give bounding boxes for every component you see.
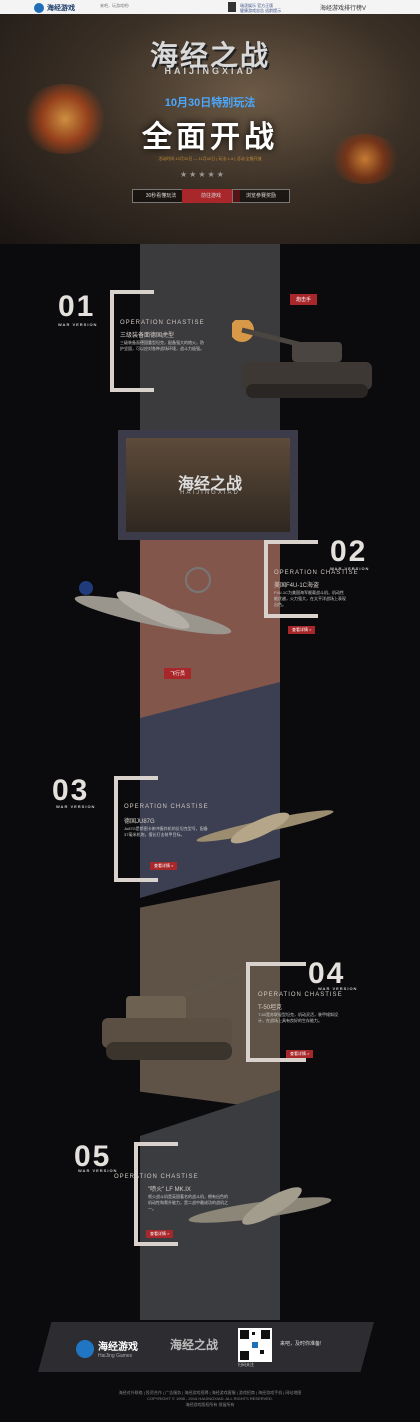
- copyright: 海经对外联络 | 投资合作 | 广告服务 | 海经游戏招聘 | 海经游戏客服 |…: [118, 1390, 302, 1407]
- top-bar: 海经游戏 来吧，玩游戏吧! 瑞凌娱乐 官方正版 健康游戏忠告 适龄提示 海经游戏…: [0, 0, 420, 14]
- tank-image: [96, 966, 246, 1076]
- hero-headline: 全面开战: [142, 121, 278, 154]
- unit-name: 三级装备面德国虎型: [120, 333, 175, 339]
- video-title: 海经之战: [177, 476, 242, 493]
- war-version-label: WAR VERSION: [58, 322, 98, 327]
- details-button[interactable]: 查看详情 >: [288, 626, 316, 634]
- section-strip: [140, 880, 280, 1110]
- footer-logo[interactable]: 海经游戏 HaiJing Games: [76, 1338, 138, 1359]
- site-logo[interactable]: 海经游戏: [34, 2, 75, 13]
- hero-game-title: 海经之战: [149, 40, 270, 71]
- plane-image: [190, 796, 340, 856]
- tagline: 来吧，玩游戏吧!: [100, 3, 130, 8]
- unit-description: Ju87G是斯图卡俯冲轰炸机的反坦克型号，配备37毫米机炮，擅长打击装甲目标。: [124, 826, 208, 837]
- video-subtitle: HAIJINGXIAD: [180, 490, 240, 496]
- war-version-label: WAR VERSION: [78, 1168, 118, 1173]
- video-thumbnail[interactable]: [126, 438, 290, 532]
- role-tag: 飞行员: [164, 668, 192, 679]
- qr-code: [238, 1328, 272, 1362]
- war-version-label: WAR VERSION: [330, 566, 370, 571]
- plane-image: [180, 1166, 340, 1250]
- operation-label: OPERATION CHASTISE: [274, 570, 359, 576]
- logo-icon: [34, 2, 44, 13]
- section-number: 02: [330, 535, 368, 568]
- watch-guide-button[interactable]: 30秒看懂玩法: [132, 189, 190, 203]
- section-strip: [140, 244, 280, 430]
- operation-label: OPERATION CHASTISE: [258, 992, 343, 998]
- rank-link[interactable]: 海经游戏排行榜V: [320, 6, 367, 12]
- section-number: 04: [308, 957, 346, 990]
- unit-description: 三级装备面德国重型坦克，配备强大的炮火，防护坚固，可以应对各种战场环境，战斗力极…: [120, 340, 204, 351]
- section-number: 01: [58, 290, 96, 323]
- explosion-image: [330, 134, 400, 184]
- details-button[interactable]: 查看详情 >: [146, 1230, 174, 1238]
- hero-date: 10月30日特别玩法: [164, 97, 256, 109]
- mini-info: 瑞凌娱乐 官方正版 健康游戏忠告 适龄提示: [240, 3, 282, 13]
- operation-label: OPERATION CHASTISE: [114, 1174, 199, 1180]
- unit-name: 德国JU87G: [124, 819, 155, 825]
- hero-banner: [0, 14, 420, 244]
- hero-game-subtitle: HAIJINGXIAD: [164, 66, 256, 76]
- war-version-label: WAR VERSION: [318, 986, 358, 991]
- section-number: 03: [52, 774, 90, 807]
- war-version-label: WAR VERSION: [56, 804, 96, 809]
- logo-icon: [76, 1339, 94, 1358]
- plane-image: [58, 560, 248, 660]
- details-button[interactable]: 查看详情 >: [286, 1050, 314, 1058]
- footer-bar: [38, 1322, 374, 1372]
- unit-description: T-50是苏联轻型坦克，机动灵活，装甲倾斜设计，在战场上具有良好的生存能力。: [258, 1012, 339, 1023]
- unit-description: F4U-1C为美国海军舰载战斗机，机动性能优越，火力强大，在太平洋战场上表现出色…: [274, 590, 346, 607]
- rewards-button[interactable]: 浏览参赛奖励: [232, 189, 290, 203]
- unit-name: "喷火" LF MK.IX: [148, 1187, 191, 1193]
- section-frame: [246, 962, 306, 1062]
- qr-label: 扫码关注: [238, 1362, 254, 1367]
- logo-text: 海经游戏: [47, 4, 75, 12]
- tank-image: [230, 318, 382, 410]
- unit-description: 喷火战斗机是英国著名的战斗机，拥有出色的机动性和爬升能力，是二战中最成功的战机之…: [148, 1194, 228, 1211]
- section-frame: [264, 540, 318, 618]
- unit-name: T-50坦克: [258, 1005, 283, 1011]
- rating-stars: ★★★★★: [180, 170, 226, 179]
- footer-slogan: 来吧，及时你准备!: [280, 1341, 322, 1347]
- section-frame: [110, 290, 154, 392]
- section-strip: [140, 682, 280, 898]
- section-frame: [114, 776, 158, 882]
- footer-game-logo: 海经之战: [170, 1338, 219, 1352]
- soldier-icon: [228, 2, 236, 12]
- details-button[interactable]: 查看详情 >: [150, 862, 178, 870]
- operation-label: OPERATION CHASTISE: [120, 320, 205, 326]
- explosion-image: [20, 84, 110, 154]
- hero-info: 活动时间:10月30日 — 11月02日 | 玩法:1-5 | 活动:全服开放: [158, 156, 262, 161]
- unit-name: 美国F4U-1C海盗: [274, 583, 320, 589]
- section-frame: [134, 1142, 178, 1246]
- role-tag: 炮击手: [290, 294, 318, 305]
- section-number: 05: [74, 1140, 112, 1173]
- operation-label: OPERATION CHASTISE: [124, 804, 209, 810]
